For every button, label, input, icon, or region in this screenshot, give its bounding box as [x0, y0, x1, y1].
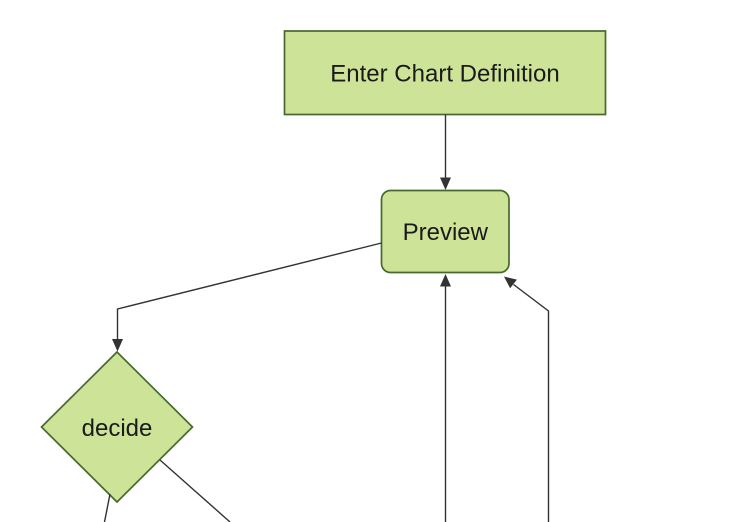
preview-box [380, 189, 510, 274]
edge-enter-to-preview [440, 114, 451, 190]
decide-diamond [40, 350, 194, 504]
edge-return-to-preview-bottom [440, 274, 451, 522]
enter-chart-definition-label: Enter Chart Definition [330, 61, 559, 88]
preview-label: Preview [403, 219, 489, 246]
arrowhead-into-decide-top [112, 339, 123, 352]
edge-preview-to-decide [112, 242, 382, 352]
edge-decide-to-offscreen-right [159, 459, 231, 522]
edge-return-to-preview-corner [504, 276, 550, 522]
node-enter-chart-definition: Enter Chart Definition [283, 30, 607, 116]
edge-preview-to-decide-line [116, 242, 382, 341]
edge-decide-to-offscreen-left [103, 493, 111, 522]
edge-return-bent-line [513, 283, 550, 522]
node-decide: decide [40, 350, 194, 504]
arrowhead-into-preview-corner [504, 276, 517, 289]
edge-decide-bottom-right-line [159, 459, 231, 522]
arrowhead-into-preview-bottom [440, 274, 451, 287]
arrowhead-into-preview-top [440, 177, 451, 190]
enter-chart-definition-box [283, 30, 607, 116]
decide-label: decide [82, 415, 153, 442]
edge-decide-bottom-left-line [103, 493, 111, 522]
node-preview: Preview [380, 189, 510, 274]
